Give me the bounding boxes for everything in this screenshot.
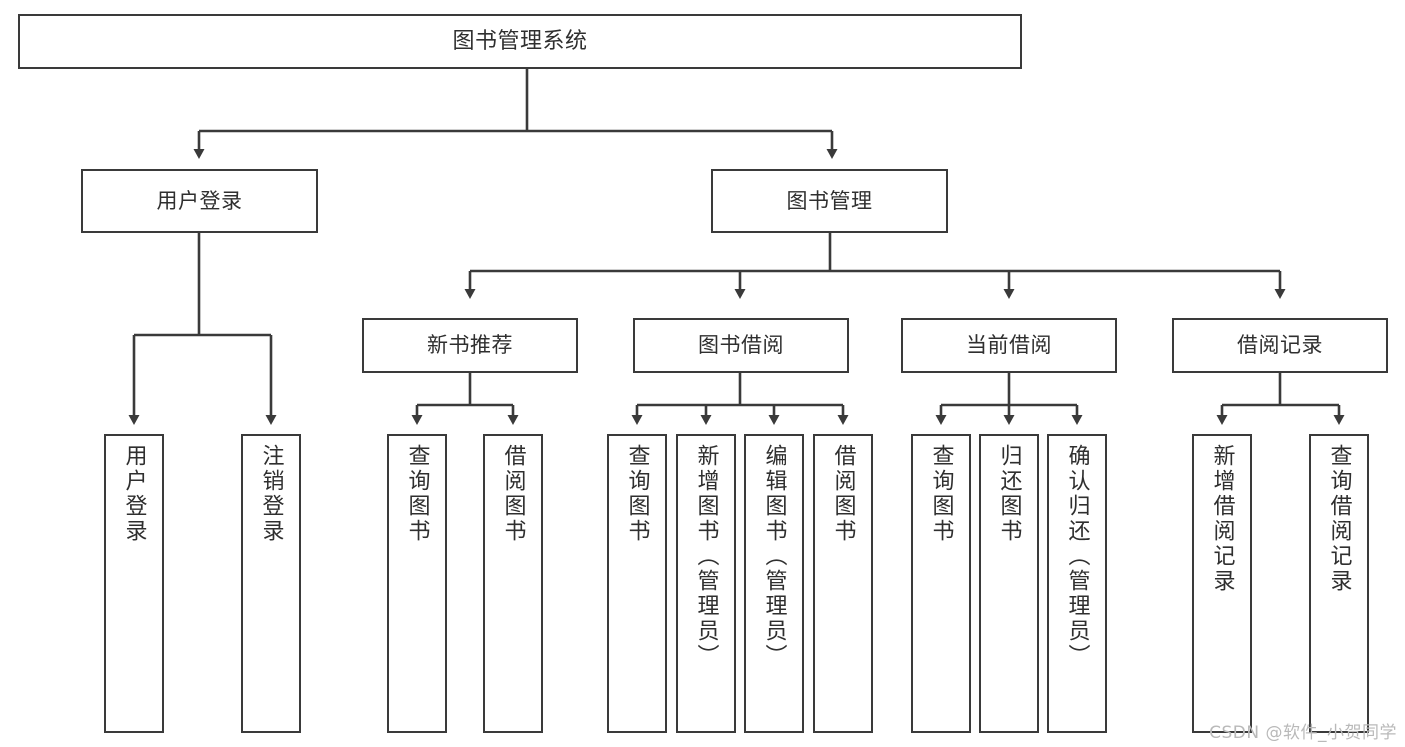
node-leaf-query-book-1[interactable]: 查询图书 — [387, 434, 447, 733]
node-new-book-recommend[interactable]: 新书推荐 — [362, 318, 578, 373]
node-leaf-query-record[interactable]: 查询借阅记录 — [1309, 434, 1369, 733]
node-leaf-borrow-book-1-label: 借阅图书 — [500, 444, 526, 544]
node-book-borrow[interactable]: 图书借阅 — [633, 318, 849, 373]
node-leaf-return-book-label: 归还图书 — [996, 444, 1022, 544]
node-current-borrow-label: 当前借阅 — [966, 333, 1052, 358]
node-root-label: 图书管理系统 — [452, 28, 588, 54]
node-user-login[interactable]: 用户登录 — [81, 169, 318, 233]
node-book-manage-label: 图书管理 — [786, 188, 873, 213]
node-leaf-confirm-return[interactable]: 确认归还（管理员） — [1047, 434, 1107, 733]
node-leaf-return-book[interactable]: 归还图书 — [979, 434, 1039, 733]
node-leaf-borrow-book-2-label: 借阅图书 — [830, 444, 856, 544]
node-leaf-query-book-3-label: 查询图书 — [928, 444, 954, 544]
node-leaf-query-book-3[interactable]: 查询图书 — [911, 434, 971, 733]
node-leaf-borrow-book-1[interactable]: 借阅图书 — [483, 434, 543, 733]
node-user-login-label: 用户登录 — [156, 188, 243, 213]
node-leaf-add-book-label: 新增图书（管理员） — [693, 444, 719, 669]
node-leaf-confirm-return-label: 确认归还（管理员） — [1064, 444, 1090, 669]
node-leaf-user-login[interactable]: 用户登录 — [104, 434, 164, 733]
node-leaf-add-record[interactable]: 新增借阅记录 — [1192, 434, 1252, 733]
node-leaf-user-login-label: 用户登录 — [121, 444, 147, 544]
watermark-text: CSDN @软件_小贺同学 — [1209, 723, 1397, 743]
node-leaf-borrow-book-2[interactable]: 借阅图书 — [813, 434, 873, 733]
node-leaf-edit-book-label: 编辑图书（管理员） — [761, 444, 787, 669]
node-borrow-record-label: 借阅记录 — [1237, 333, 1323, 358]
node-borrow-record[interactable]: 借阅记录 — [1172, 318, 1388, 373]
node-leaf-add-book[interactable]: 新增图书（管理员） — [676, 434, 736, 733]
node-new-book-recommend-label: 新书推荐 — [427, 333, 513, 358]
node-leaf-add-record-label: 新增借阅记录 — [1209, 444, 1235, 594]
node-leaf-query-book-2-label: 查询图书 — [624, 444, 650, 544]
node-book-manage[interactable]: 图书管理 — [711, 169, 948, 233]
node-leaf-query-record-label: 查询借阅记录 — [1326, 444, 1352, 594]
node-current-borrow[interactable]: 当前借阅 — [901, 318, 1117, 373]
node-leaf-logout-login[interactable]: 注销登录 — [241, 434, 301, 733]
node-leaf-logout-login-label: 注销登录 — [258, 444, 284, 544]
node-book-borrow-label: 图书借阅 — [698, 333, 784, 358]
node-leaf-edit-book[interactable]: 编辑图书（管理员） — [744, 434, 804, 733]
node-leaf-query-book-1-label: 查询图书 — [404, 444, 430, 544]
node-root[interactable]: 图书管理系统 — [18, 14, 1022, 69]
node-leaf-query-book-2[interactable]: 查询图书 — [607, 434, 667, 733]
